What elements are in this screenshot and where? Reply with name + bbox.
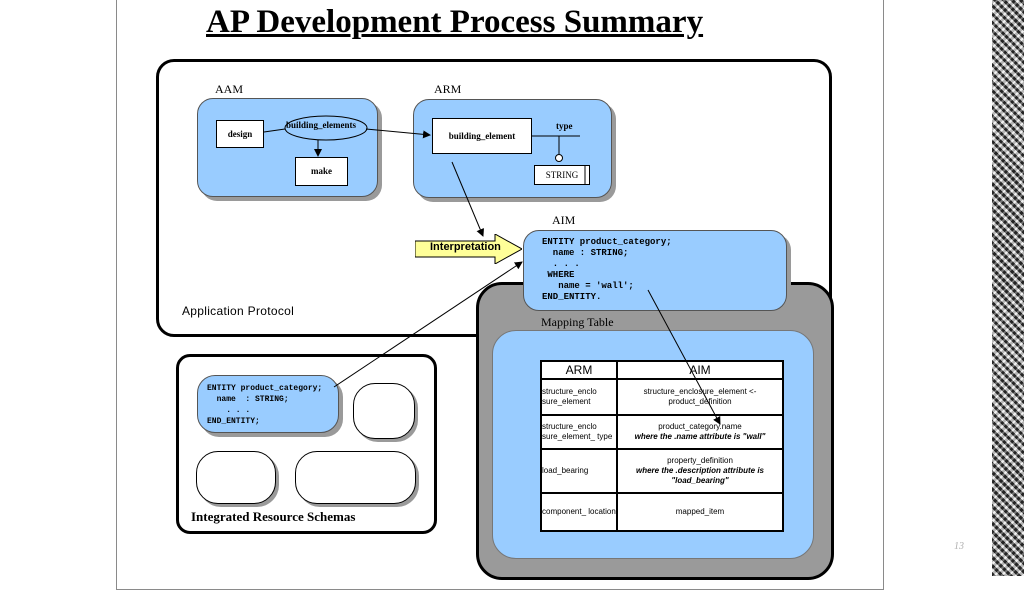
mapping-arm-cell: component_ location: [540, 492, 618, 532]
mapping-aim-note: where the .description attribute is "loa…: [635, 466, 765, 485]
table-row: component_ location mapped_item: [540, 492, 784, 532]
mapping-arm-cell: structure_enclo sure_element_ type: [540, 414, 618, 450]
mapping-aim-text: property_definition: [667, 456, 733, 465]
arm-string-box: STRING: [534, 165, 590, 185]
aam-design-label: design: [227, 129, 253, 139]
arm-building-element-label: building_element: [448, 131, 516, 141]
mapping-aim-cell: product_category.name where the .name at…: [616, 414, 784, 450]
mapping-aim-cell: mapped_item: [616, 492, 784, 532]
mapping-arm-cell: structure_enclo sure_element: [540, 378, 618, 416]
arm-string-label: STRING: [545, 170, 579, 180]
arm-type-label: type: [556, 121, 573, 131]
application-protocol-label: Application Protocol: [182, 304, 295, 318]
mapping-table-label: Mapping Table: [541, 315, 614, 329]
aam-design-box: design: [216, 120, 264, 148]
mapping-header-aim: AIM: [616, 360, 784, 380]
aam-make-box: make: [295, 157, 348, 186]
table-row: structure_enclo sure_element structure_e…: [540, 378, 784, 416]
page-number: 13: [954, 541, 964, 552]
arm-label: ARM: [434, 82, 462, 96]
interpretation-label: Interpretation: [430, 241, 501, 253]
slide: AP Development Process Summary Applicati…: [116, 0, 1024, 590]
aim-express-code: ENTITY product_category; name : STRING; …: [542, 237, 672, 302]
resource-express-code: ENTITY product_category; name : STRING; …: [207, 384, 323, 426]
mapping-aim-cell: property_definition where the .descripti…: [616, 448, 784, 494]
mapping-aim-text: mapped_item: [675, 507, 725, 516]
table-row: structure_enclo sure_element_ type produ…: [540, 414, 784, 450]
aam-make-label: make: [311, 166, 332, 176]
mapping-aim-text: structure_enclosure_element <- product_d…: [643, 387, 757, 406]
aam-building-elements-label: building_elements: [286, 120, 357, 130]
arm-building-element-box: building_element: [432, 118, 532, 154]
mapping-header-arm: ARM: [540, 360, 618, 380]
resource-schema-oval-2: [196, 451, 276, 504]
slide-title: AP Development Process Summary: [206, 4, 704, 40]
aam-label: AAM: [215, 82, 244, 96]
resource-schema-oval-3: [295, 451, 416, 504]
resource-schema-oval-1: [353, 383, 415, 439]
mapping-table: ARM AIM structure_enclo sure_element str…: [540, 360, 784, 532]
mapping-table-header-row: ARM AIM: [540, 360, 784, 380]
mapping-arm-cell: load_bearing: [540, 448, 618, 494]
mapping-aim-note: where the .name attribute is "wall": [634, 432, 766, 441]
aim-label: AIM: [552, 213, 576, 227]
resource-schema-blue: [197, 375, 339, 433]
decorative-border-strip: [992, 0, 1024, 576]
integrated-resources-label: Integrated Resource Schemas: [191, 509, 356, 524]
mapping-aim-text: product_category.name: [658, 422, 742, 431]
interpretation-arrow-icon: [415, 234, 522, 264]
mapping-aim-cell: structure_enclosure_element <- product_d…: [616, 378, 784, 416]
table-row: load_bearing property_definition where t…: [540, 448, 784, 494]
